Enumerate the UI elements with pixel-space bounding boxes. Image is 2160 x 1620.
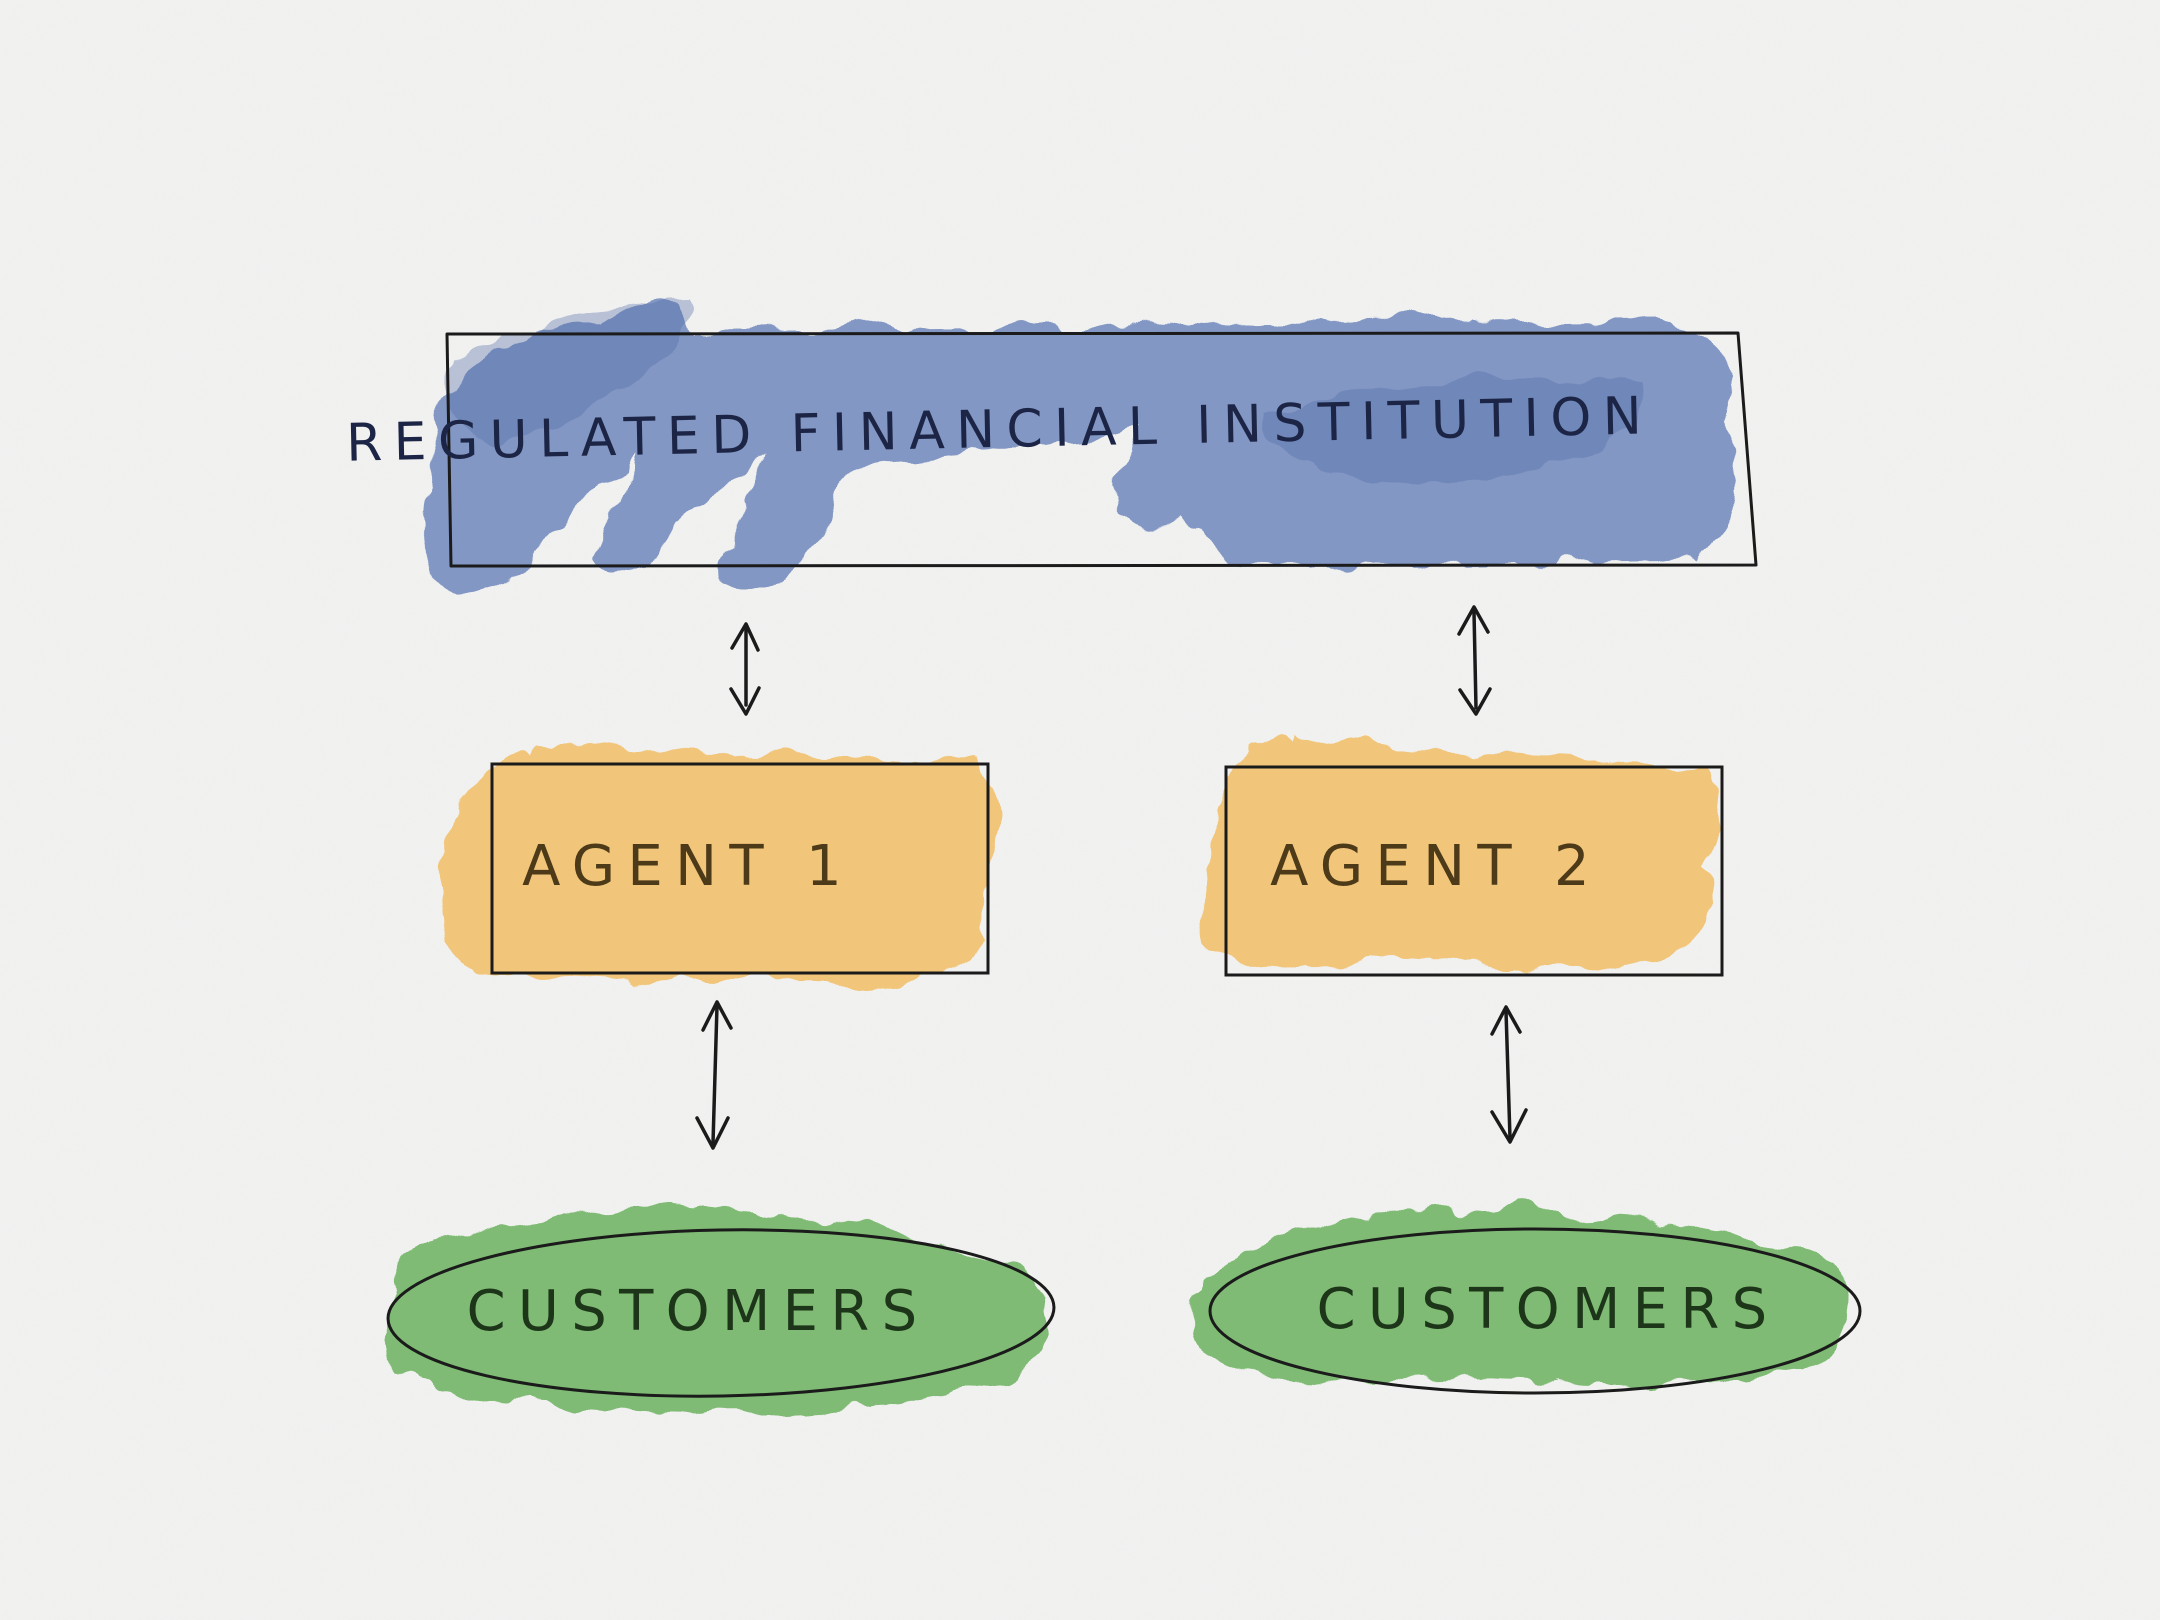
customers-2-ellipse-outline (1208, 1227, 1862, 1395)
customers-2-node: CUSTOMERS (1192, 1210, 1862, 1395)
agent-1-node: AGENT 1 (442, 750, 996, 986)
customers-1-wash (385, 1202, 1046, 1414)
edge-agent-1-customers-1 (695, 1000, 733, 1150)
edge-institution-agent-1 (729, 622, 761, 716)
agent-2-box-outline (1224, 765, 1724, 977)
agent-1-wash (442, 750, 996, 986)
edge-agent-2-customers-2 (1490, 1005, 1528, 1144)
customers-1-label: CUSTOMERS (467, 1279, 930, 1344)
customers-1-node: CUSTOMERS (385, 1202, 1056, 1414)
agent-1-box-outline (490, 762, 990, 975)
edge-institution-agent-2 (1457, 605, 1492, 716)
agent-2-label: AGENT 2 (1270, 834, 1602, 899)
customers-2-wash (1192, 1210, 1854, 1385)
agent-2-node: AGENT 2 (1203, 730, 1724, 977)
customers-2-label: CUSTOMERS (1317, 1277, 1780, 1342)
agent-2-wash (1203, 730, 1723, 968)
institution-node: REGULATED FINANCIAL INSTITUTION (346, 298, 1758, 593)
agent-1-label: AGENT 1 (522, 834, 854, 899)
customers-1-ellipse-outline (386, 1228, 1056, 1398)
institution-box-outline (445, 331, 1758, 568)
institution-wash (420, 298, 1734, 593)
